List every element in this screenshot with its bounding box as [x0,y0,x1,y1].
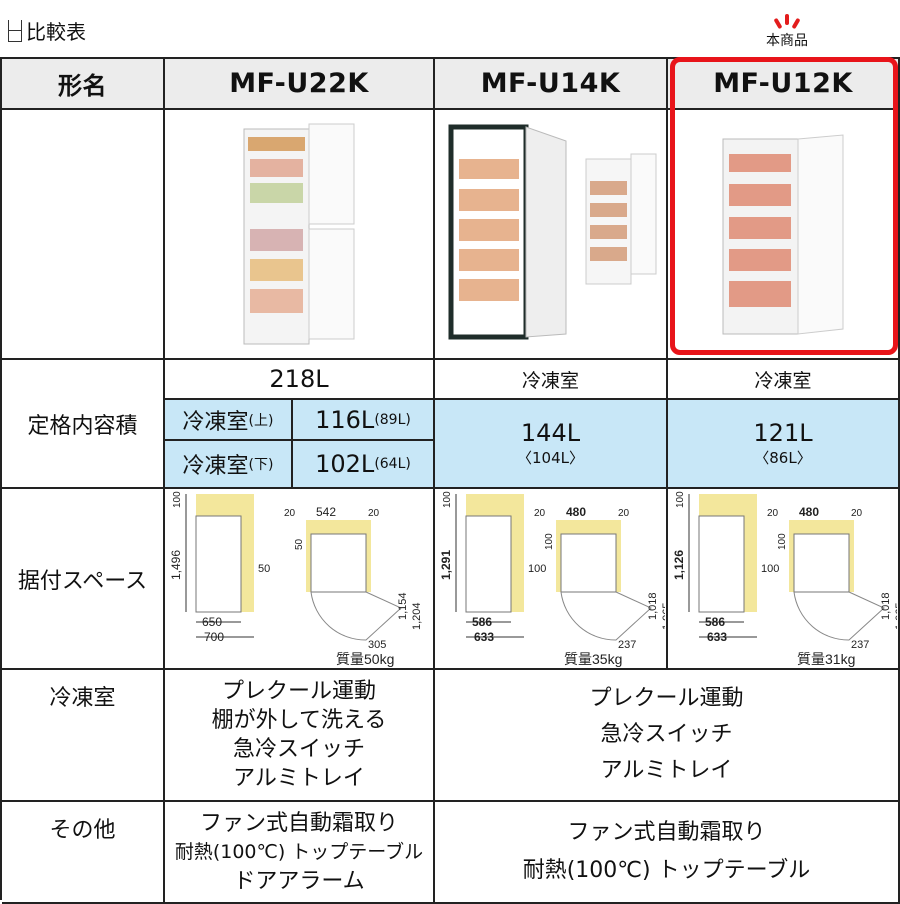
u22k-lower-label: 冷凍室(下) [165,441,293,489]
depth-total-open-value: 1,065 [661,602,665,630]
row-label-install: 据付スペース [2,489,165,670]
depth-total-value: 633 [707,630,727,644]
left-clearance: 20 [767,508,779,519]
row-label-freezer: 冷凍室 [2,670,165,802]
side-view-body [465,515,512,613]
height-value: 1,126 [672,550,686,580]
width-value: 480 [566,505,586,519]
comparison-table: 形名 MF-U22K MF-U14K MF-U12K 定格内容積 218L 冷凍… [0,57,900,904]
left-clearance: 20 [284,508,296,519]
this-product-badge: 本商品 [752,14,822,50]
top-clearance: 100 [172,491,183,508]
mass-value: 質量31kg [797,651,855,667]
width-value: 542 [316,505,336,519]
right-clearance: 20 [851,508,863,519]
top-clearance: 100 [675,491,686,508]
u14k-capacity: 144L〈104L〉 [435,400,668,489]
door-swing-arc [310,591,402,641]
row-label-capacity: 定格内容積 [2,360,165,489]
depth-open-value: 1,018 [880,592,892,620]
page-title: 比較表 [8,16,86,45]
door-swing-arc [793,591,885,641]
height-value: 1,291 [439,550,453,580]
product-image-u14k [435,110,668,360]
u22k-upper-capacity: 116L(89L) [293,400,435,441]
product-image-u22k [165,110,435,360]
u22k-upper-label: 冷凍室(上) [165,400,293,441]
depth-open-value: 1,018 [647,592,659,620]
side-clearance: 100 [528,563,546,575]
depth-value: 650 [202,615,222,629]
depth-value: 586 [472,615,492,629]
depth-open-value: 1,154 [397,592,409,620]
top-view-body [310,533,367,593]
back-clearance: 50 [294,538,305,550]
image-row-label [2,110,165,360]
two-door-freezer-image [243,123,355,345]
mass-value: 質量35kg [564,651,622,667]
emphasis-icon [752,14,822,30]
u22k-lower-capacity: 102L(64L) [293,441,435,489]
mass-value: 質量50kg [336,651,394,667]
upright-freezer-image [722,134,844,335]
model-u14k: MF-U14K [435,59,668,110]
top-clearance: 100 [442,491,453,508]
fridge-icon [8,19,22,42]
u12k-capacity-label: 冷凍室 [668,360,900,400]
right-clearance: 20 [618,508,630,519]
depth-total-value: 700 [204,630,224,644]
depth-total-open-value: 1,065 [894,602,897,630]
product-image-u12k [668,110,900,360]
upright-freezer-image [448,124,656,340]
width-value: 480 [799,505,819,519]
depth-total-value: 633 [474,630,494,644]
depth-total-open-value: 1,204 [411,602,423,630]
u22k-other-features: ファン式自動霜取り耐熱(100℃) トップテーブルドアアラーム [165,802,435,904]
back-clearance: 100 [777,533,788,550]
top-view-body [560,533,617,593]
row-label-other: その他 [2,802,165,904]
left-clearance: 20 [534,508,546,519]
depth-value: 586 [705,615,725,629]
side-view-body [698,515,745,613]
u14k-u12k-freezer-features: プレクール運動急冷スイッチアルミトレイ [435,670,900,802]
model-u12k: MF-U12K [668,59,900,110]
side-clearance: 50 [258,563,270,575]
row-label-model: 形名 [2,59,165,110]
height-value: 1,496 [169,550,183,580]
side-view-body [195,515,242,613]
u12k-capacity: 121L〈86L〉 [668,400,900,489]
door-swing-value: 237 [851,639,869,651]
right-clearance: 20 [368,508,380,519]
door-swing-value: 237 [618,639,636,651]
u14k-u12k-other-features: ファン式自動霜取り耐熱(100℃) トップテーブル [435,802,900,904]
model-u22k: MF-U22K [165,59,435,110]
door-swing-value: 305 [368,639,386,651]
side-clearance: 100 [761,563,779,575]
u14k-capacity-label: 冷凍室 [435,360,668,400]
u22k-freezer-features: プレクール運動棚が外して洗える急冷スイッチアルミトレイ [165,670,435,802]
door-swing-arc [560,591,652,641]
u22k-total-capacity: 218L [165,360,435,400]
top-view-body [793,533,850,593]
back-clearance: 100 [544,533,555,550]
